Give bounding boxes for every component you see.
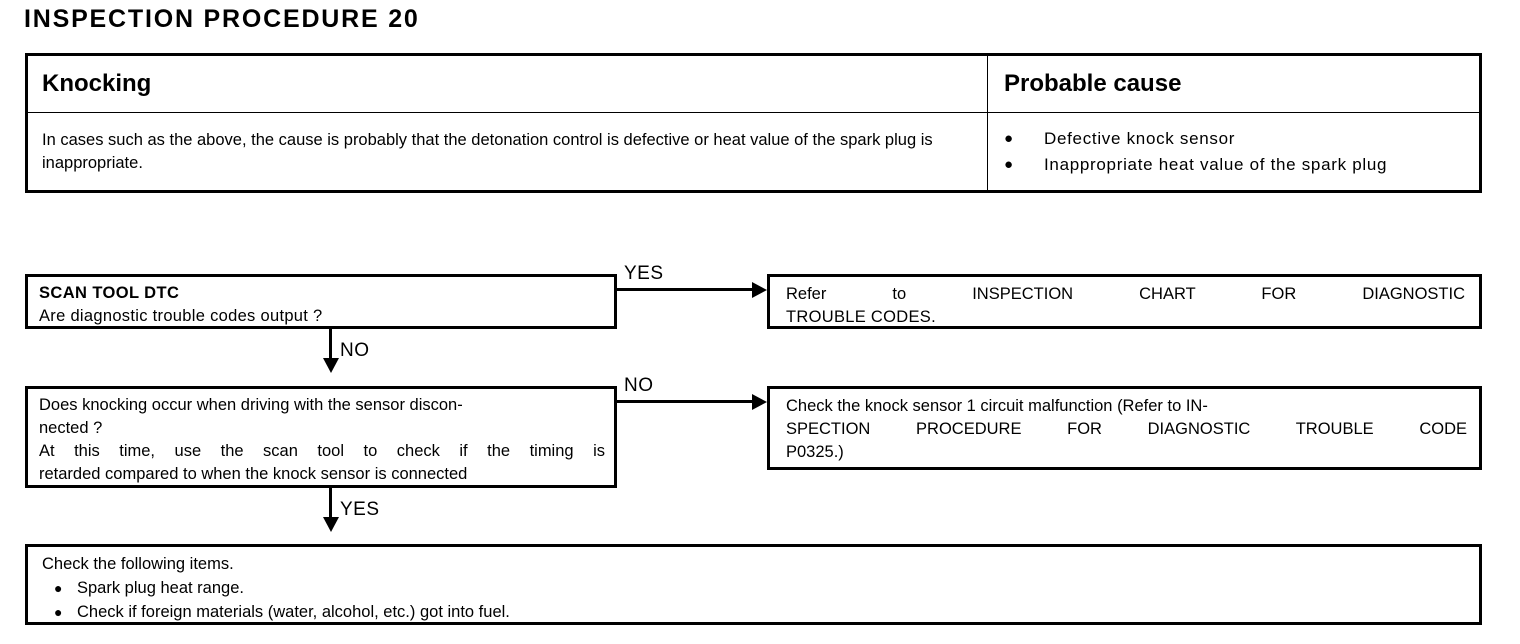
- branch-label-yes-2: YES: [340, 499, 380, 520]
- arrow-right-icon: [752, 393, 767, 410]
- bullet-icon: ●: [1004, 129, 1014, 147]
- connector-no-2: [617, 400, 757, 403]
- bullet-icon: ●: [54, 580, 63, 596]
- flowchart-box-refer-inspection-chart: Refer to INSPECTION CHART FOR DIAGNOSTIC…: [767, 274, 1482, 329]
- knock-circuit-line-2: SPECTION PROCEDURE FOR DIAGNOSTIC TROUBL…: [786, 420, 1467, 438]
- bullet-icon: ●: [54, 604, 63, 620]
- knock-test-line-2: nected ?: [39, 419, 103, 437]
- knock-circuit-line-3: P0325.): [786, 443, 844, 461]
- list-item: ● Defective knock sensor: [1002, 126, 1465, 152]
- flowchart-box-knock-sensor-circuit: Check the knock sensor 1 circuit malfunc…: [767, 386, 1482, 470]
- connector-no-1: [329, 329, 332, 361]
- cause-header-label: Probable cause: [1004, 70, 1182, 97]
- list-item: ● Check if foreign materials (water, alc…: [42, 600, 1467, 624]
- list-item: ● Spark plug heat range.: [42, 576, 1467, 600]
- page-title: INSPECTION PROCEDURE 20: [24, 5, 420, 33]
- table-header-cell-cause: Probable cause: [988, 56, 1479, 112]
- knock-test-line-4: retarded compared to when the knock sens…: [39, 465, 468, 483]
- arrow-right-icon: [752, 281, 767, 298]
- symptom-table: Knocking Probable cause In cases such as…: [25, 53, 1482, 193]
- flowchart-box-knock-test: Does knocking occur when driving with th…: [25, 386, 617, 488]
- knock-test-line-3: At this time, use the scan tool to check…: [39, 442, 605, 460]
- check-item-label: Check if foreign materials (water, alcoh…: [77, 603, 510, 621]
- arrow-down-icon: [322, 358, 339, 373]
- table-header-row: Knocking Probable cause: [28, 56, 1479, 113]
- symptom-description-text: In cases such as the above, the cause is…: [42, 130, 933, 172]
- connector-yes-1: [617, 288, 757, 291]
- scan-tool-question: Are diagnostic trouble codes output ?: [39, 307, 323, 325]
- flowchart-box-check-items: Check the following items. ● Spark plug …: [25, 544, 1482, 625]
- branch-label-yes-1: YES: [624, 263, 664, 284]
- branch-label-no-2: NO: [624, 375, 654, 396]
- arrow-down-icon: [322, 517, 339, 532]
- table-body-row: In cases such as the above, the cause is…: [28, 113, 1479, 190]
- refer-chart-line-1: Refer to INSPECTION CHART FOR DIAGNOSTIC: [786, 285, 1465, 303]
- symptom-header-label: Knocking: [42, 70, 152, 97]
- knock-circuit-line-1: Check the knock sensor 1 circuit malfunc…: [786, 397, 1208, 415]
- connector-yes-2: [329, 488, 332, 520]
- cause-label: Defective knock sensor: [1044, 128, 1236, 148]
- cause-label: Inappropriate heat value of the spark pl…: [1044, 154, 1388, 174]
- check-items-list: ● Spark plug heat range. ● Check if fore…: [42, 576, 1467, 624]
- table-cell-symptom-description: In cases such as the above, the cause is…: [28, 113, 988, 190]
- table-header-cell-symptom: Knocking: [28, 56, 988, 112]
- list-item: ● Inappropriate heat value of the spark …: [1002, 152, 1465, 178]
- scan-tool-heading: SCAN TOOL DTC: [39, 284, 180, 302]
- check-item-label: Spark plug heat range.: [77, 579, 244, 597]
- knock-test-line-1: Does knocking occur when driving with th…: [39, 396, 463, 414]
- flowchart-box-scan-tool-dtc: SCAN TOOL DTC Are diagnostic trouble cod…: [25, 274, 617, 329]
- branch-label-no-1: NO: [340, 340, 370, 361]
- check-items-intro: Check the following items.: [42, 555, 234, 573]
- refer-chart-line-2: TROUBLE CODES.: [786, 308, 936, 326]
- bullet-icon: ●: [1004, 155, 1014, 173]
- table-cell-probable-causes: ● Defective knock sensor ● Inappropriate…: [988, 113, 1479, 190]
- probable-cause-list: ● Defective knock sensor ● Inappropriate…: [1002, 126, 1465, 178]
